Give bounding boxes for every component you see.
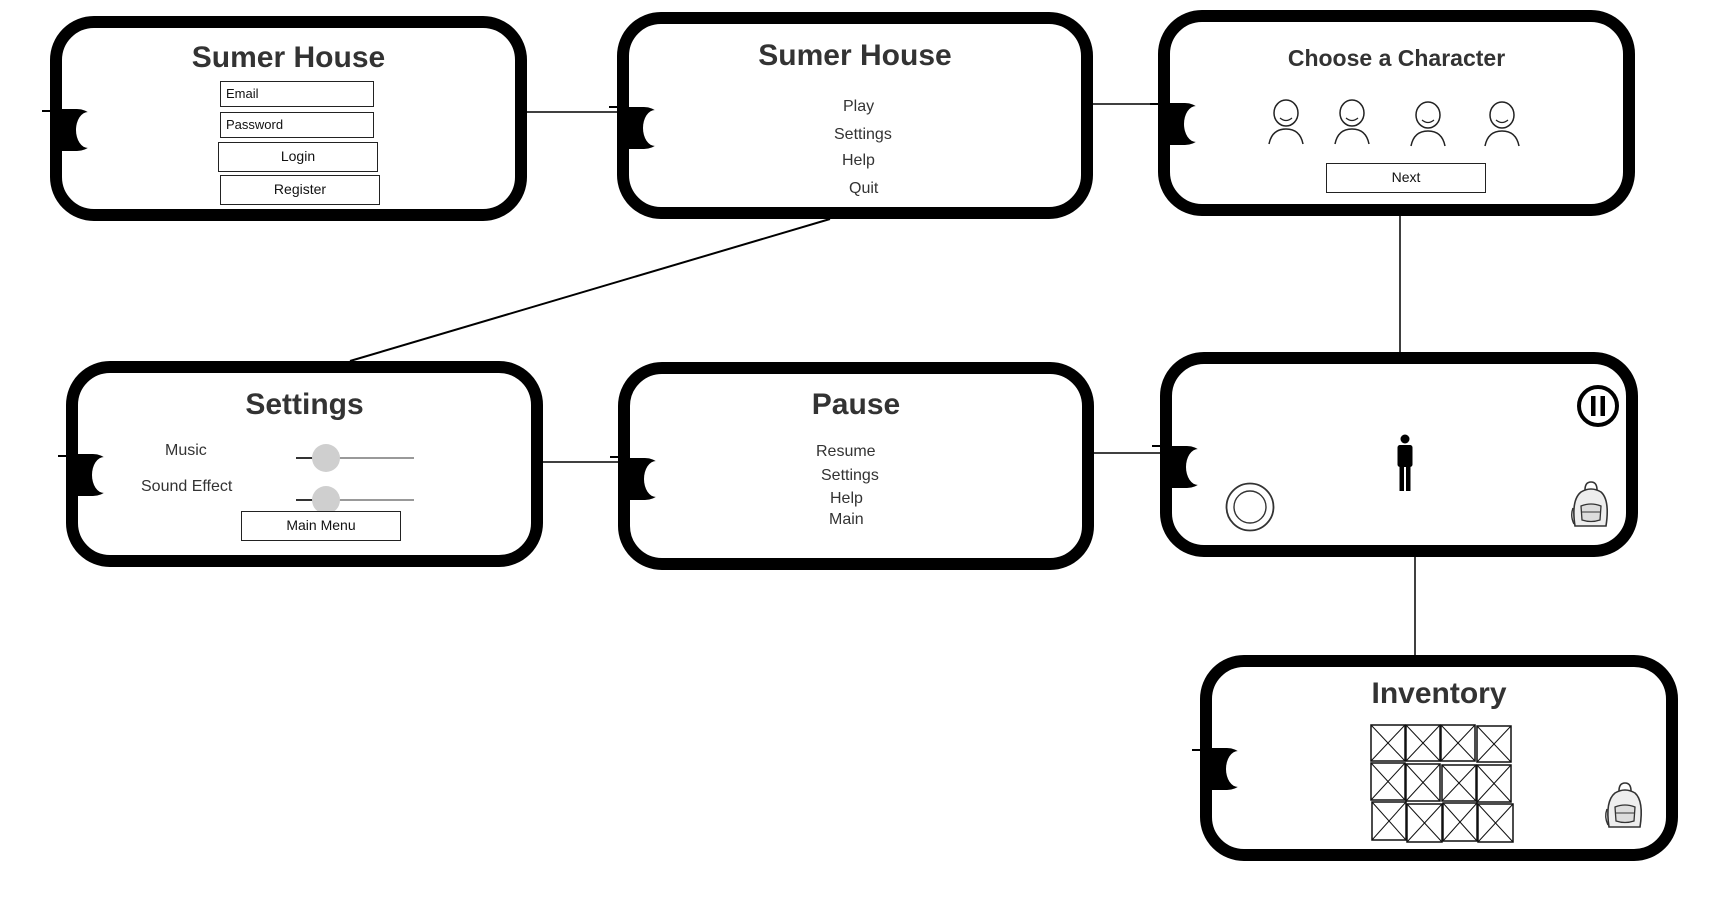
main-menu-title: Sumer House <box>758 39 952 72</box>
sound-slider-knob[interactable] <box>312 486 340 514</box>
main-menu-screen: Sumer House Play Settings Help Quit <box>609 12 1093 219</box>
backpack-icon[interactable] <box>1569 480 1611 530</box>
inventory-slot[interactable] <box>1441 764 1477 802</box>
sound-slider-fill <box>296 499 326 501</box>
sound-slider-track <box>296 499 414 501</box>
entry-tick <box>42 110 56 112</box>
email-field[interactable]: Email <box>220 81 374 107</box>
inventory-slot[interactable] <box>1406 803 1443 843</box>
inventory-slot[interactable] <box>1442 802 1478 842</box>
settings-screen: Settings Music Sound Effect Main Menu <box>58 361 543 567</box>
inventory-slot[interactable] <box>1477 803 1514 843</box>
entry-notch <box>1158 103 1208 145</box>
inventory-slot[interactable] <box>1371 801 1407 841</box>
character-avatar-icon[interactable] <box>1408 99 1448 149</box>
menu-item-help[interactable]: Help <box>842 152 875 169</box>
entry-tick <box>1152 445 1166 447</box>
inventory-title: Inventory <box>1371 677 1507 710</box>
login-screen: Sumer House Email Password Login Registe… <box>42 16 527 221</box>
login-button[interactable]: Login <box>218 142 378 172</box>
pause-screen: Pause Resume Settings Help Main <box>610 362 1094 570</box>
entry-notch <box>66 454 116 496</box>
entry-tick <box>610 456 624 458</box>
entry-notch <box>618 458 668 500</box>
pause-item-help[interactable]: Help <box>830 490 863 507</box>
entry-notch <box>1200 748 1250 790</box>
music-slider-fill <box>296 457 326 459</box>
inventory-slot[interactable] <box>1405 724 1441 762</box>
pause-icon[interactable] <box>1576 384 1620 428</box>
player-figure-icon <box>1397 434 1413 491</box>
character-avatar-icon[interactable] <box>1332 97 1372 147</box>
sound-effect-label: Sound Effect <box>141 478 233 495</box>
menu-item-play[interactable]: Play <box>843 98 875 115</box>
main-menu-button[interactable]: Main Menu <box>241 511 401 541</box>
inventory-slot[interactable] <box>1476 725 1512 763</box>
next-button[interactable]: Next <box>1326 163 1486 193</box>
inventory-slot[interactable] <box>1405 763 1441 802</box>
entry-notch <box>617 107 667 149</box>
menu-item-settings[interactable]: Settings <box>834 126 892 143</box>
inventory-grid <box>1370 724 1514 843</box>
backpack-icon[interactable] <box>1603 781 1645 831</box>
inventory-slot[interactable] <box>1370 762 1406 801</box>
password-field[interactable]: Password <box>220 112 374 138</box>
joystick-icon[interactable] <box>1224 481 1276 533</box>
character-avatar-icon[interactable] <box>1482 99 1522 149</box>
entry-notch <box>50 109 100 151</box>
music-slider-knob[interactable] <box>312 444 340 472</box>
music-label: Music <box>165 442 207 459</box>
music-slider-track <box>296 457 414 459</box>
settings-title: Settings <box>245 388 364 421</box>
pause-item-main[interactable]: Main <box>829 511 864 528</box>
entry-tick <box>609 106 623 108</box>
entry-tick <box>1150 103 1164 105</box>
pause-title: Pause <box>811 388 901 421</box>
menu-item-quit[interactable]: Quit <box>849 180 879 197</box>
entry-tick <box>1192 749 1206 751</box>
register-button[interactable]: Register <box>220 175 380 205</box>
inventory-slot[interactable] <box>1476 764 1512 803</box>
character-select-screen: Choose a Character Next <box>1150 10 1635 216</box>
connector-menu-to-settings <box>349 218 831 362</box>
pause-item-resume[interactable]: Resume <box>816 443 876 460</box>
pause-item-settings[interactable]: Settings <box>821 467 879 484</box>
entry-notch <box>1160 446 1210 488</box>
login-title: Sumer House <box>191 41 386 74</box>
character-avatar-icon[interactable] <box>1266 97 1306 147</box>
gameplay-screen <box>1152 352 1638 557</box>
character-select-title: Choose a Character <box>1287 45 1506 71</box>
inventory-slot[interactable] <box>1370 724 1406 762</box>
inventory-screen: Inventory <box>1192 655 1678 861</box>
entry-tick <box>58 455 72 457</box>
inventory-slot[interactable] <box>1440 724 1476 762</box>
